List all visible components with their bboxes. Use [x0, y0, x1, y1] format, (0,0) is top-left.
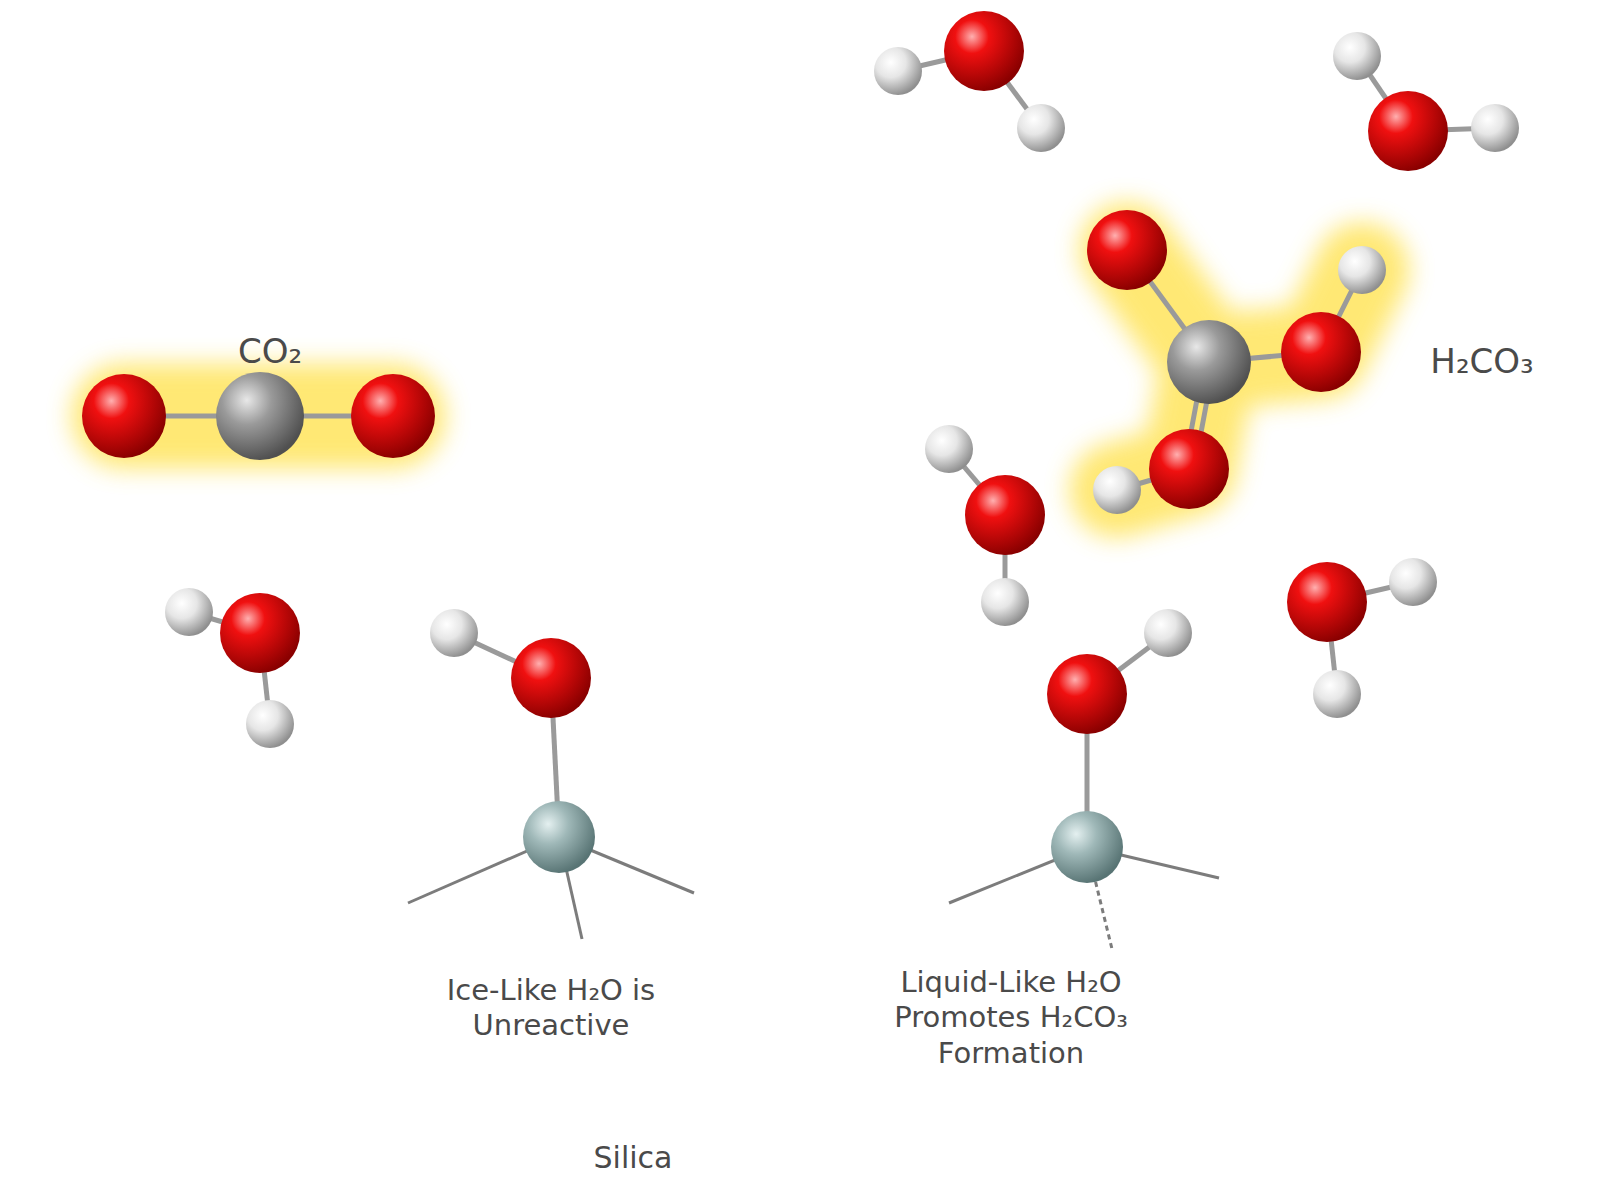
slab-outline	[56, 801, 1551, 1174]
slab-top	[56, 801, 1551, 1138]
slab-label: Silica	[483, 1140, 783, 1177]
molecule-label: CO₂	[238, 331, 302, 372]
atoms	[82, 11, 1519, 883]
silica-slab: Ice-Like H₂O is Unreactive Liquid-Like H₂…	[56, 801, 1551, 1174]
slab-side	[1214, 801, 1551, 1173]
molecule-label: H₂CO₃	[1430, 341, 1533, 382]
bond-lines	[124, 51, 1495, 847]
surface-caption: Liquid-Like H₂O Promotes H₂CO₃ Formation	[831, 965, 1191, 1071]
surface-caption: Ice-Like H₂O is Unreactive	[401, 973, 701, 1044]
